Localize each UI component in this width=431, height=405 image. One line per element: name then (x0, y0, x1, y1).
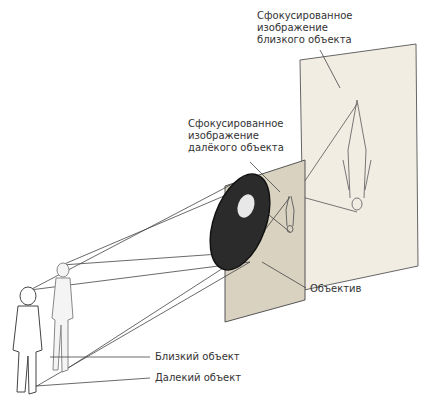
label: Сфокусированное изображение близкого объ… (257, 10, 355, 46)
lens (198, 166, 281, 278)
label: Сфокусированное изображение далёкого объ… (188, 118, 286, 154)
near-person (13, 287, 42, 394)
lens-highlight (234, 192, 257, 220)
rays (30, 180, 290, 390)
label: Далекий объект (155, 372, 275, 384)
label: Объектив (310, 283, 390, 295)
far-person (52, 263, 73, 372)
back-screen (300, 44, 418, 290)
inverted-near-figure (343, 100, 371, 210)
inverted-far-figure (286, 196, 294, 233)
label: Близкий объект (155, 351, 275, 363)
leader-lines (36, 50, 340, 386)
